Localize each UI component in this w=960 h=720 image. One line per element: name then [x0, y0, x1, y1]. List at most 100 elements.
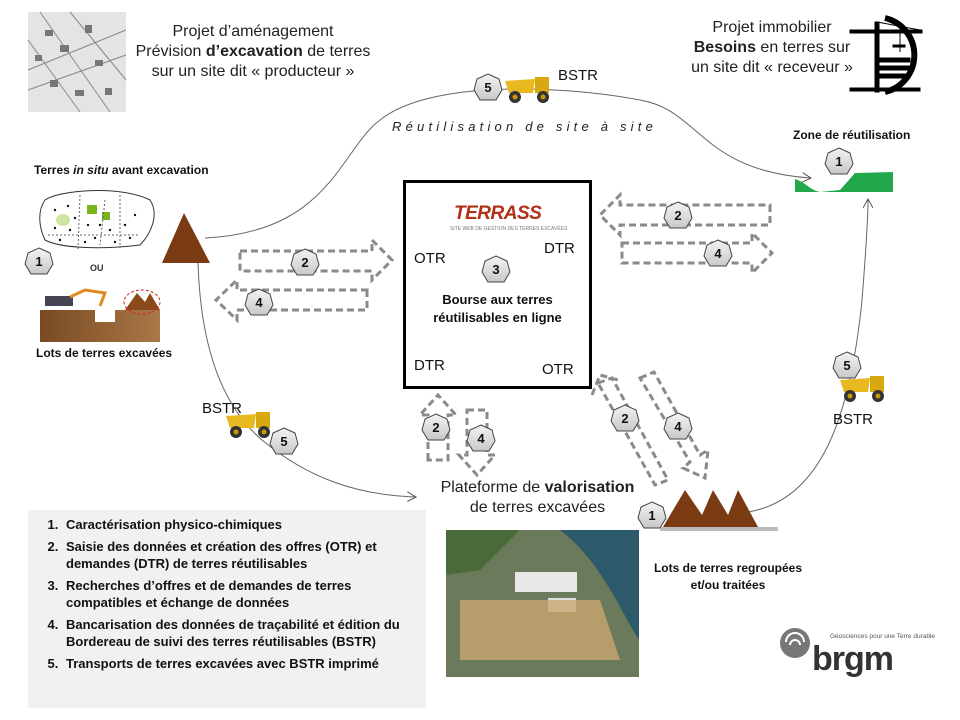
- earth-pile-producer: [162, 213, 210, 263]
- platform-title-line1: Plateforme de valorisation: [420, 478, 655, 498]
- dashed-arrow-4-left: [213, 276, 369, 324]
- otr-label: OTR: [414, 250, 446, 267]
- bstr-label-top: BSTR: [558, 67, 599, 84]
- producer-title-line2: Prévision d’excavation de terres: [128, 42, 378, 62]
- in-situ-text: Terres: [34, 163, 74, 177]
- in-situ-label: Terres in situ avant excavation: [34, 163, 209, 177]
- online-exchange-box: TERRASS SITE WEB DE GESTION DES TERRES E…: [403, 180, 592, 389]
- platform-title: Plateforme de valorisation de terres exc…: [420, 478, 655, 518]
- step-badge-2: 2: [610, 404, 640, 434]
- legend-item: Recherches d’offres et de demandes de te…: [62, 577, 426, 611]
- flow-curve-to-platform: [197, 261, 415, 497]
- dump-truck-icon: [838, 372, 890, 404]
- site-to-site-label: Réutilisation de site à site: [392, 119, 658, 134]
- exchange-title-line1: Bourse aux terres: [442, 292, 553, 307]
- dashed-arrow-4-right: [620, 229, 775, 277]
- step-number: 3: [492, 262, 500, 277]
- step-number: 2: [621, 411, 629, 426]
- terrass-tagline: SITE WEB DE GESTION DES TERRES EXCAVÉES: [450, 226, 568, 232]
- step-number: 4: [674, 419, 682, 434]
- receiver-project-title: Projet immobilier Besoins en terres sur …: [672, 18, 872, 78]
- step-number: 1: [835, 154, 843, 169]
- dashed-arrow-4-bottom: [455, 408, 499, 478]
- excavation-scene: [40, 288, 161, 342]
- dump-truck-icon: [503, 73, 555, 105]
- legend-item: Caractérisation physico-chimiques: [62, 516, 426, 533]
- producer-title-line1: Projet d’aménagement: [172, 23, 334, 40]
- step-number: 4: [714, 246, 722, 261]
- flow-curve-to-reuse: [747, 200, 868, 513]
- grouped-lots-line1: Lots de terres regroupées: [653, 561, 803, 575]
- step-badge-4: 4: [466, 424, 496, 454]
- producer-title-bold: d’excavation: [205, 43, 303, 60]
- step-badge-1: 1: [824, 147, 854, 177]
- receiver-title-text: en terres sur: [755, 39, 851, 56]
- step-number: 1: [648, 508, 656, 523]
- brgm-logo-mark: [780, 628, 810, 658]
- platform-title-bold: valorisation: [544, 479, 635, 496]
- step-badge-4: 4: [703, 239, 733, 269]
- in-situ-text: avant excavation: [108, 163, 209, 177]
- step-badge-4: 4: [244, 288, 274, 318]
- step-number: 5: [484, 80, 492, 95]
- in-situ-italic: in situ: [73, 163, 109, 177]
- bstr-label-right: BSTR: [833, 411, 874, 428]
- cadastral-map-image: [27, 11, 127, 113]
- producer-title-line3: sur un site dit « producteur »: [151, 63, 355, 80]
- exchange-title: Bourse aux terres réutilisables en ligne: [406, 291, 589, 327]
- producer-project-title: Projet d’aménagement Prévision d’excavat…: [128, 22, 378, 82]
- step-number: 5: [843, 358, 851, 373]
- dtr-label: DTR: [414, 357, 445, 374]
- platform-title-line2: de terres excavées: [469, 499, 606, 516]
- step-number: 1: [35, 254, 43, 269]
- brgm-logo-text: brgm: [812, 640, 894, 678]
- dashed-arrow-2-left: [238, 236, 395, 284]
- step-number: 2: [301, 255, 309, 270]
- step-badge-2: 2: [290, 248, 320, 278]
- otr-label: OTR: [542, 361, 574, 378]
- platform-title-text: Plateforme de: [440, 479, 545, 496]
- exchange-title-line2: réutilisables en ligne: [433, 310, 562, 325]
- reuse-zone-shape: [795, 172, 893, 192]
- producer-title-text: Prévision: [135, 43, 206, 60]
- receiver-title-line3: un site dit « receveur »: [691, 59, 853, 76]
- step-badge-5: 5: [473, 73, 503, 103]
- producer-title-text: de terres: [302, 43, 371, 60]
- grouped-lots-label: Lots de terres regroupées et/ou traitées: [648, 560, 808, 594]
- legend-item: Saisie des données et création des offre…: [62, 538, 426, 572]
- step-badge-5: 5: [269, 427, 299, 457]
- grouped-lots-line2: et/ou traitées: [690, 578, 766, 592]
- dump-truck-icon: [224, 408, 276, 440]
- in-situ-sampling-map: [39, 190, 155, 251]
- step-badge-3: 3: [481, 255, 511, 285]
- step-number: 4: [255, 295, 263, 310]
- receiver-title-line2: Besoins en terres sur: [672, 38, 872, 58]
- crane-icon: [849, 15, 923, 95]
- step-badge-5: 5: [832, 351, 862, 381]
- step-number: 5: [280, 434, 288, 449]
- dashed-arrow-2-bottom: [416, 392, 460, 462]
- legend-item: Bancarisation des données de traçabilité…: [62, 616, 426, 650]
- reuse-zone-label: Zone de réutilisation: [793, 128, 911, 142]
- earth-piles-platform: [660, 490, 778, 531]
- dtr-label: DTR: [544, 240, 575, 257]
- steps-legend: Caractérisation physico-chimiques Saisie…: [28, 510, 426, 708]
- legend-item: Transports de terres excavées avec BSTR …: [62, 655, 426, 672]
- step-number: 2: [674, 208, 682, 223]
- receiver-title-bold: Besoins: [693, 39, 756, 56]
- step-badge-4: 4: [663, 412, 693, 442]
- dashed-arrow-4-diag: [637, 370, 710, 481]
- dashed-arrow-2-diag: [590, 373, 671, 487]
- step-badge-2: 2: [663, 201, 693, 231]
- step-number: 4: [477, 431, 485, 446]
- receiver-title-line1: Projet immobilier: [712, 19, 832, 36]
- step-badge-1: 1: [637, 501, 667, 531]
- dashed-arrow-2-right: [597, 191, 772, 239]
- or-label: OU: [90, 263, 104, 273]
- step-badge-1: 1: [24, 247, 54, 277]
- bstr-label-left: BSTR: [202, 400, 243, 417]
- terrass-logo-text: TERRASS: [454, 203, 542, 224]
- platform-aerial-photo: [446, 530, 639, 677]
- step-badge-2: 2: [421, 413, 451, 443]
